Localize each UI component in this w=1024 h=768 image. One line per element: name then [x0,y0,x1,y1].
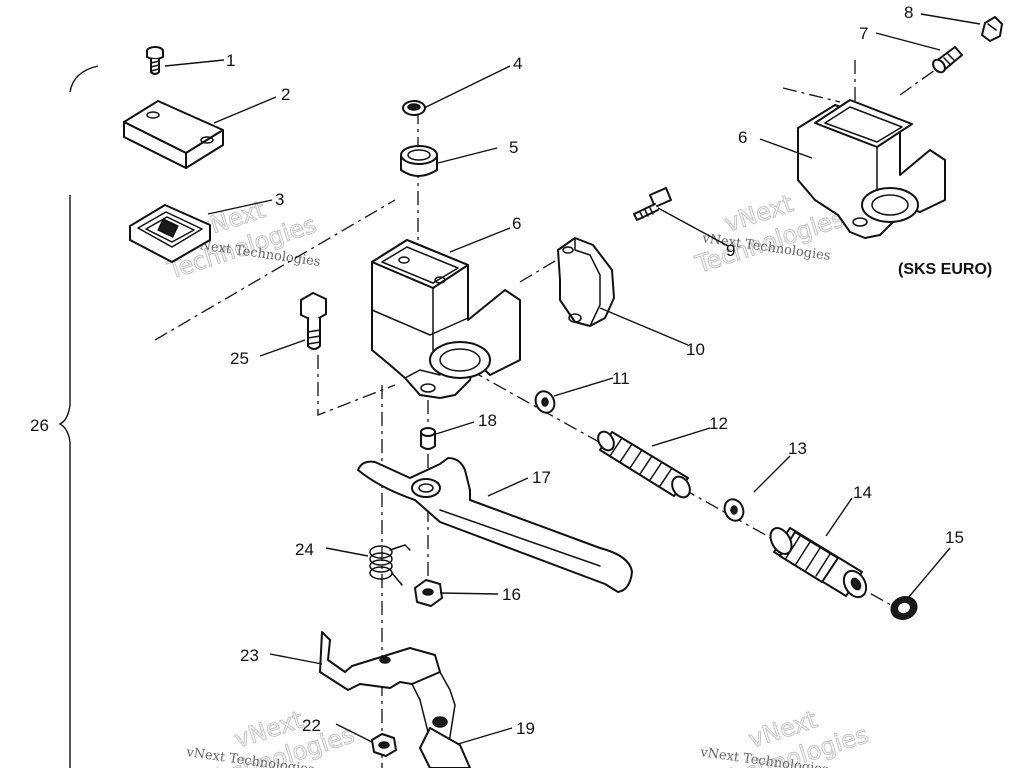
callout-2: 2 [281,85,290,104]
callout-23: 23 [240,646,259,665]
part-18-pin [420,427,436,450]
callout-11: 11 [612,369,630,388]
part-14-piston [769,527,868,599]
part-15-seal [890,595,918,621]
part-5-seal [400,145,438,177]
callout-8: 8 [904,3,913,22]
part-22-nut [371,733,397,757]
part-4-washer [402,100,426,116]
assembly-bracket [58,65,99,768]
part-11-washer [534,390,556,414]
callout-24: 24 [295,540,314,559]
callout-26: 26 [30,416,49,435]
part-6-master-cylinder [371,239,521,399]
callout-19: 19 [516,719,535,738]
callout-12: 12 [709,414,728,433]
part-13-washer [723,498,745,522]
part-25-bolt [300,292,327,350]
callout-25: 25 [230,349,249,368]
part-17-lever [357,457,633,593]
callout-17: 17 [532,468,551,487]
part-23-bracket [319,631,456,768]
part-2-cover [123,100,224,169]
part-3-diaphragm [129,204,211,263]
callout-5: 5 [509,138,518,157]
part-10-clamp [557,237,615,327]
callout-10: 10 [686,340,705,359]
callout-4: 4 [513,54,522,73]
watermark-group: vNext Technologies vNext Technologies vN… [163,189,872,768]
part-24-spring [369,544,411,586]
part-1-screw [146,46,164,75]
part-9-bolt [633,187,672,221]
callout-1: 1 [226,51,235,70]
part-6-master-cylinder-sks [797,99,946,239]
callout-14: 14 [853,483,872,502]
callout-7: 7 [859,24,868,43]
callout-9: 9 [726,241,735,260]
callout-15: 15 [945,528,964,547]
part-16-nut [414,579,443,607]
part-7-fitting [932,46,963,74]
callout-3: 3 [275,190,284,209]
callout-labels: 1 2 3 4 5 6 6 7 8 9 10 11 12 13 14 15 16… [30,3,964,738]
variant-label: (SKS EURO) [898,261,992,278]
leader-lines [164,13,981,745]
callout-13: 13 [788,439,807,458]
callout-18: 18 [478,411,497,430]
part-8-cap [981,16,1003,42]
part-12-spring [597,430,691,499]
part-19-switch [419,716,471,768]
callout-6-sks: 6 [738,128,747,147]
callout-16: 16 [502,585,521,604]
callout-6: 6 [512,214,521,233]
callout-22: 22 [302,716,321,735]
